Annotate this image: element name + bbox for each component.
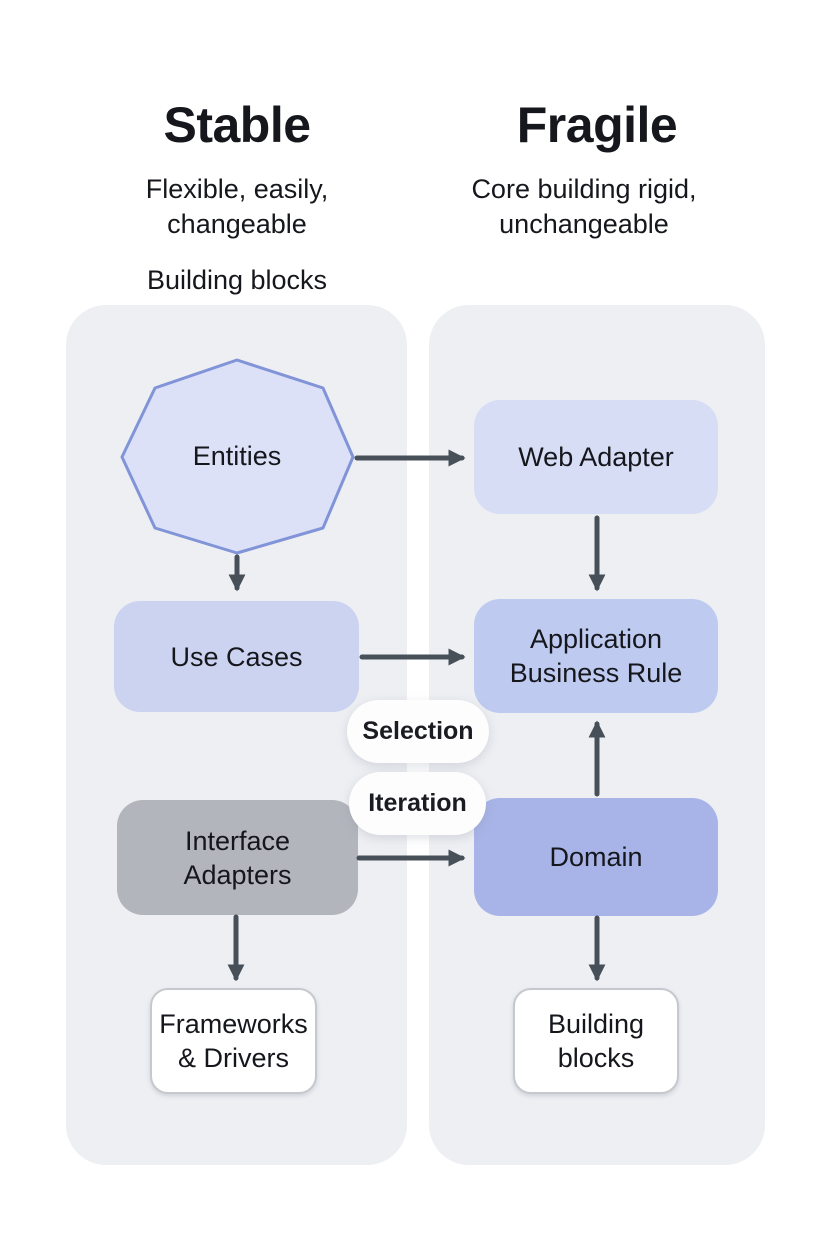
stable-subtitle-line2: changeable xyxy=(167,209,307,239)
node-interface-adapters-label: Interface Adapters xyxy=(183,825,292,890)
node-frameworks-drivers-label: Frameworks & Drivers xyxy=(159,1009,308,1073)
pill-selection-label: Selection xyxy=(362,717,474,745)
pill-iteration: Iteration xyxy=(349,772,486,835)
node-use-cases: Use Cases xyxy=(114,601,359,712)
node-use-cases-label: Use Cases xyxy=(170,641,303,672)
node-entities-label: Entities xyxy=(192,440,282,471)
node-frameworks-drivers: Frameworks & Drivers xyxy=(150,988,317,1094)
node-application-business-rule-label: Application Business Rule xyxy=(509,624,683,688)
stable-subtitle-line1: Flexible, easily, xyxy=(145,174,329,204)
node-interface-adapters: Interface Adapters xyxy=(117,800,358,915)
node-entities: Entities xyxy=(118,356,356,556)
node-building-blocks: Building blocks xyxy=(513,988,679,1094)
node-building-blocks-label: Building blocks xyxy=(547,1009,645,1073)
pill-iteration-label: Iteration xyxy=(368,789,467,817)
node-web-adapter-label: Web Adapter xyxy=(518,442,674,472)
node-domain: Domain xyxy=(474,798,718,916)
node-domain-label: Domain xyxy=(549,842,643,872)
column-title-stable: Stable xyxy=(163,97,311,153)
section-label-building-blocks: Building blocks xyxy=(146,265,328,295)
fragile-subtitle-line1: Core building rigid, xyxy=(471,174,697,204)
node-web-adapter: Web Adapter xyxy=(474,400,718,514)
node-application-business-rule: Application Business Rule xyxy=(474,599,718,713)
pill-selection: Selection xyxy=(347,700,489,763)
fragile-subtitle-line2: unchangeable xyxy=(499,209,669,239)
column-title-fragile: Fragile xyxy=(516,97,678,153)
